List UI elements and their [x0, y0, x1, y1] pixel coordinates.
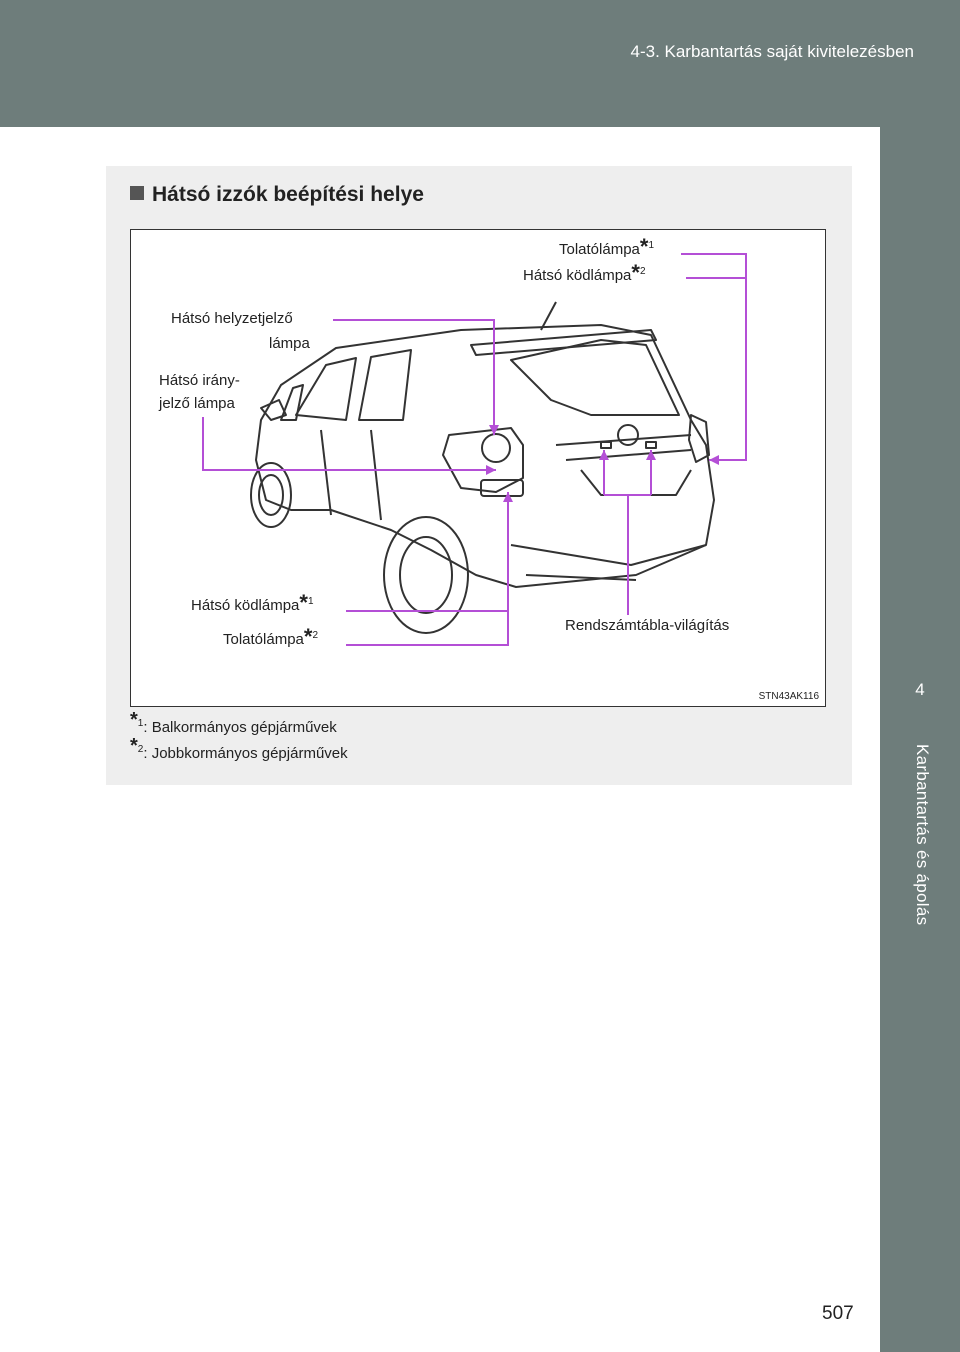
arrowheads — [486, 425, 719, 502]
car-body-icon — [250, 301, 715, 634]
box-title: Hátsó izzók beépítési helye — [130, 183, 424, 207]
box-title-text: Hátsó izzók beépítési helye — [152, 183, 424, 206]
footnote-1: *1: Balkormányos gépjárművek — [130, 709, 337, 736]
label-rear-fog-bottom: Hátsó ködlámpa*1 — [191, 590, 314, 615]
chapter-title: Karbantartás és ápolás — [913, 744, 932, 926]
car-drawing — [202, 253, 747, 646]
page-header: 4-3. Karbantartás saját kivitelezésben — [0, 0, 960, 127]
leader-lines — [202, 253, 747, 646]
chapter-number: 4 — [915, 680, 925, 699]
label-license-plate: Rendszámtábla-világítás — [565, 617, 730, 634]
label-turn-signal-1: Hátsó irány- — [159, 372, 240, 389]
car-rear-illustration: Tolatólámpa*1 Hátsó ködlámpa*2 Hátsó hel… — [130, 229, 826, 707]
footnote-2: *2: Jobbkormányos gépjárművek — [130, 735, 348, 762]
label-rear-fog-top: Hátsó ködlámpa*2 — [523, 260, 646, 285]
label-turn-signal-2: jelző lámpa — [159, 395, 235, 412]
label-tail-light-2: lámpa — [269, 335, 310, 352]
label-reverse-light-top: Tolatólámpa*1 — [559, 234, 655, 259]
page-number: 507 — [822, 1303, 854, 1324]
chapter-side-tab: 4 Karbantartás és ápolás — [880, 127, 960, 1352]
section-title: 4-3. Karbantartás saját kivitelezésben — [630, 42, 915, 61]
footnotes: *1: Balkormányos gépjárművek *2: Jobbkor… — [130, 709, 348, 765]
label-reverse-light-bottom: Tolatólámpa*2 — [223, 624, 319, 649]
figure-id: STN43AK116 — [758, 691, 819, 702]
square-bullet-icon — [130, 186, 144, 200]
label-tail-light-1: Hátsó helyzetjelző — [171, 310, 293, 327]
